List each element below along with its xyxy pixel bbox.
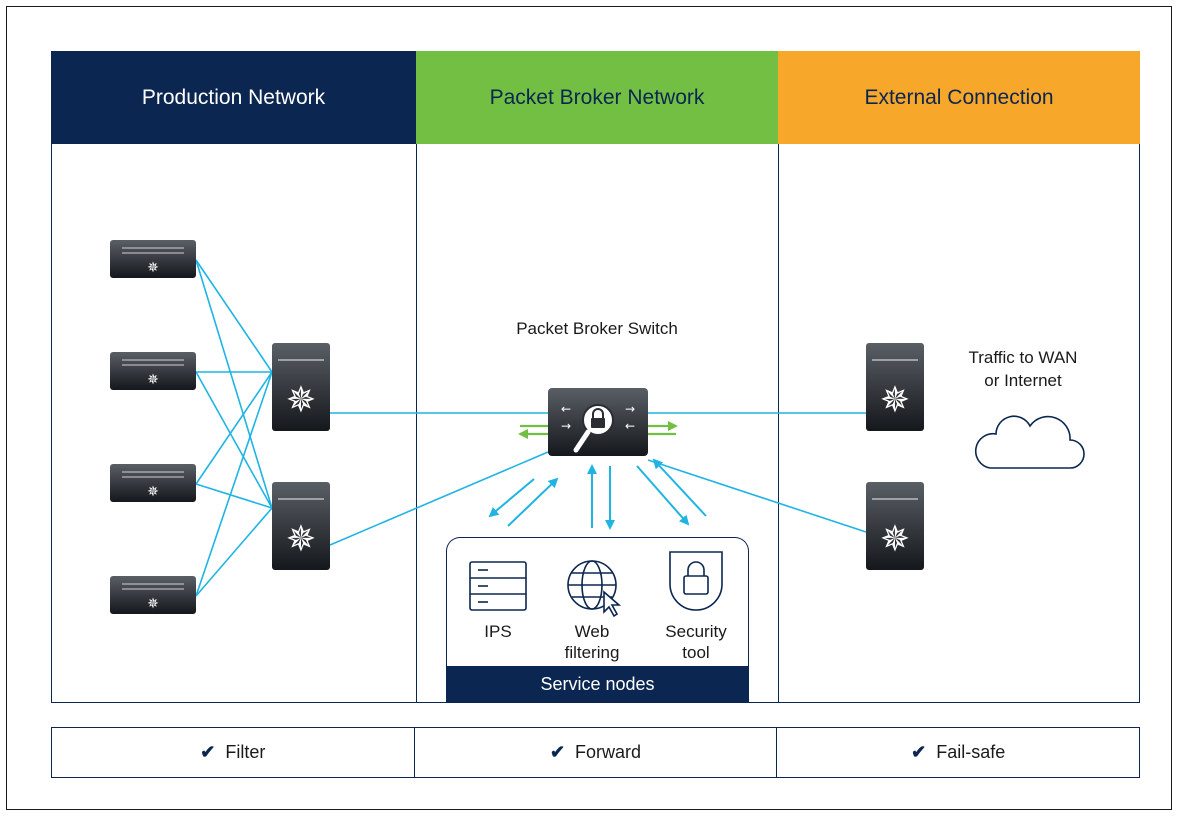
server-rack-icon	[469, 561, 527, 611]
svg-text:→: →	[561, 419, 571, 433]
svg-text:→: →	[625, 402, 635, 416]
production-network-column	[51, 144, 417, 703]
svg-text:✵: ✵	[286, 519, 316, 560]
svg-text:✵: ✵	[880, 519, 910, 560]
footer-fail-safe: ✔ Fail-safe	[777, 728, 1139, 777]
service-node-ips-label: IPS	[484, 622, 512, 641]
header-production-network: Production Network	[51, 51, 416, 144]
service-node-web-label: Web	[574, 622, 610, 641]
cloud-icon	[974, 415, 1085, 469]
checkmark-icon: ✔	[200, 742, 216, 762]
aggregation-switch-icon: ✵	[272, 482, 330, 570]
svg-text:←: ←	[625, 419, 635, 433]
service-node-tool-label: tool	[682, 643, 710, 662]
svg-text:✵: ✵	[147, 260, 159, 276]
svg-text:✵: ✵	[147, 484, 159, 500]
production-links	[195, 259, 867, 597]
service-nodes-label: Service nodes	[446, 666, 749, 703]
access-switch-icon: ✵	[110, 352, 196, 390]
svg-text:✵: ✵	[286, 380, 316, 421]
svg-text:✵: ✵	[147, 372, 159, 388]
capabilities-footer: ✔ Filter ✔ Forward ✔ Fail-safe	[51, 727, 1140, 778]
header-external-connection: External Connection	[778, 51, 1140, 144]
traffic-label-line2: or Internet	[984, 371, 1062, 390]
access-switch-icon: ✵	[110, 240, 196, 278]
access-switch-icon: ✵	[110, 576, 196, 614]
svg-text:←: ←	[561, 402, 571, 416]
packet-broker-switch-label: Packet Broker Switch	[516, 319, 678, 338]
external-switch-icon: ✵	[866, 343, 924, 431]
external-switch-icon: ✵	[866, 482, 924, 570]
packet-broker-switch-icon: ← → → ←	[548, 388, 648, 456]
footer-filter-label: Filter	[225, 742, 266, 762]
checkmark-icon: ✔	[911, 742, 927, 762]
footer-forward-label: Forward	[575, 742, 642, 762]
svg-text:✵: ✵	[880, 380, 910, 421]
access-switch-icon: ✵	[110, 464, 196, 502]
checkmark-icon: ✔	[549, 742, 566, 762]
footer-fail-safe-label: Fail-safe	[936, 742, 1006, 762]
service-node-security-label: Security	[665, 622, 727, 641]
diagram-frame	[6, 6, 1172, 810]
globe-cursor-icon	[567, 560, 622, 618]
external-connection-column	[778, 144, 1140, 703]
traffic-label-line1: Traffic to WAN	[968, 348, 1078, 367]
footer-forward: ✔ Forward	[415, 728, 778, 777]
service-node-filtering-label: filtering	[564, 643, 620, 662]
footer-filter: ✔ Filter	[52, 728, 415, 777]
aggregation-switch-icon: ✵	[272, 343, 330, 431]
shield-lock-icon	[669, 551, 723, 611]
svg-text:✵: ✵	[147, 596, 159, 612]
service-node-arrows	[488, 458, 707, 530]
header-packet-broker-network: Packet Broker Network	[416, 51, 778, 144]
